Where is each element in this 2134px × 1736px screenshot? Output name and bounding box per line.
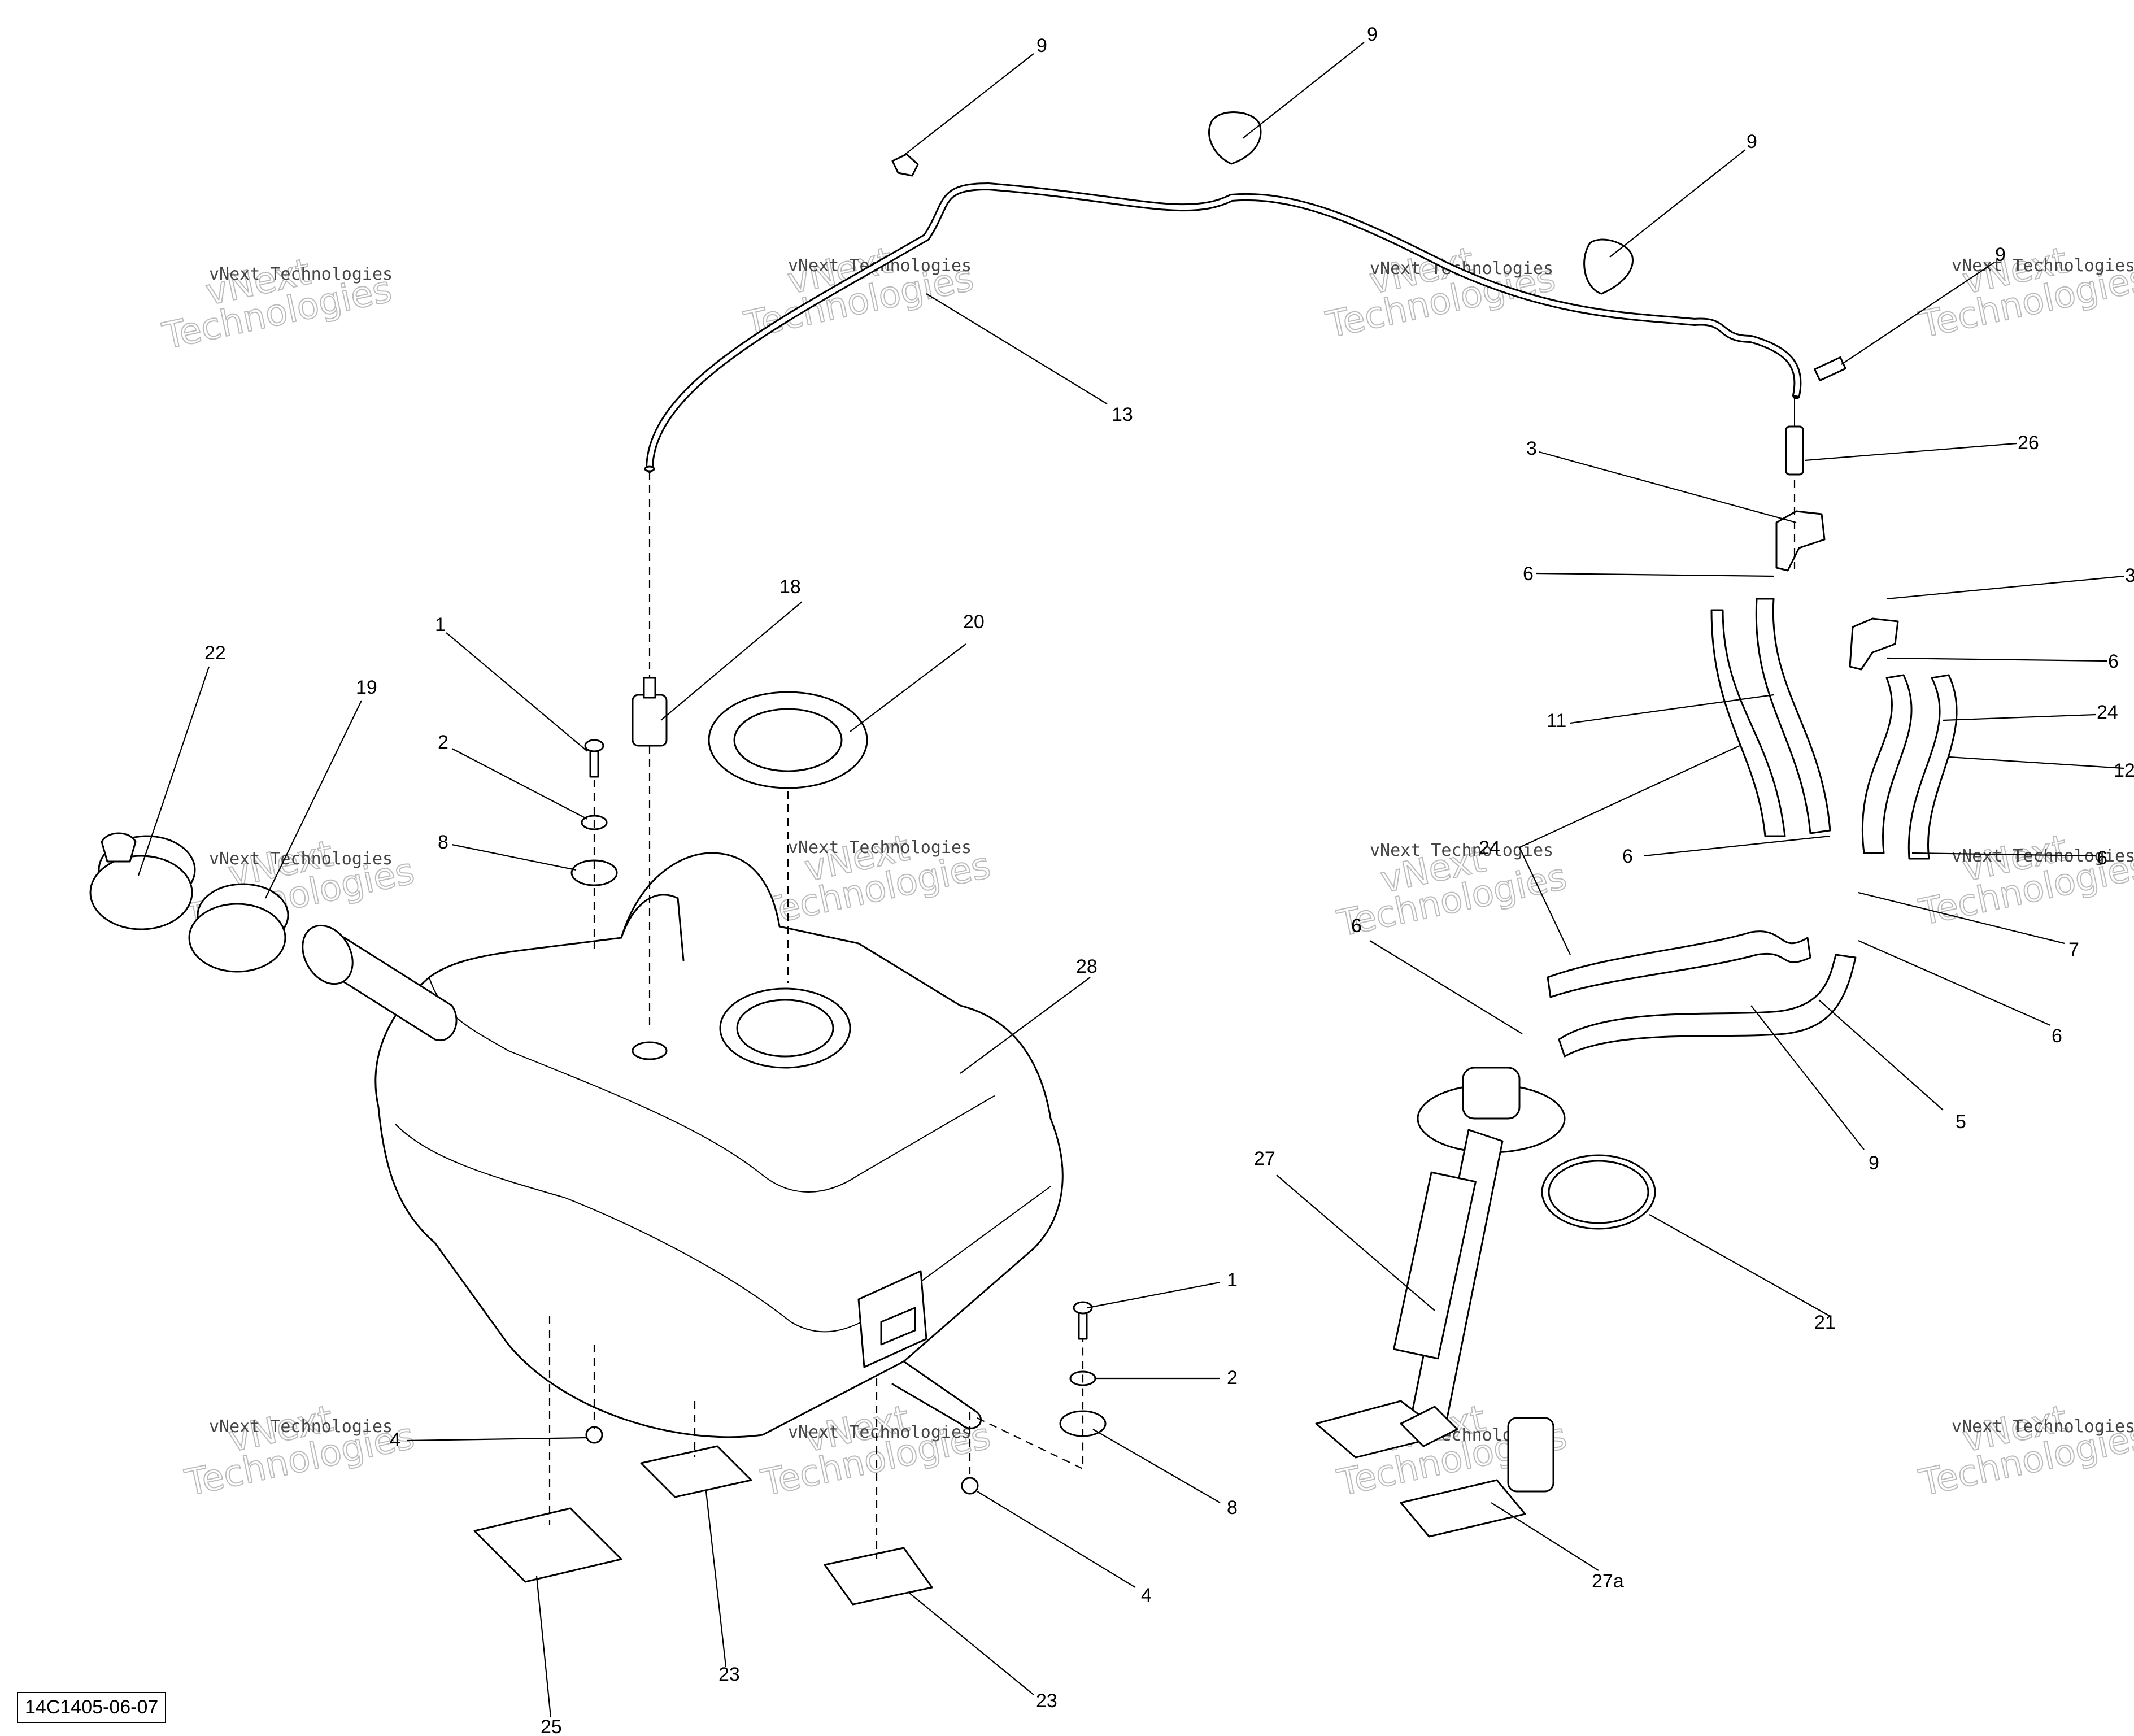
callout-6: 6: [1523, 563, 1534, 585]
vent-hose: [644, 182, 1802, 473]
check-valve: [1785, 395, 1804, 476]
callout-3: 3: [2125, 565, 2134, 586]
callout-12: 12: [2114, 760, 2134, 781]
fuel-filter: [1400, 1417, 1554, 1538]
callout-6: 6: [1622, 846, 1633, 867]
clamp-icon: [1814, 356, 1846, 382]
hose-clamps: [891, 111, 1846, 382]
callout-4: 4: [390, 1429, 400, 1451]
callout-5: 5: [1956, 1111, 1966, 1133]
lock-ring: [708, 691, 868, 789]
fuel-tank: [374, 852, 1064, 1438]
callout-13: 13: [1112, 404, 1133, 425]
watermark-text: vNext Technologies: [209, 1417, 393, 1437]
callout-18: 18: [779, 576, 801, 598]
callout-2: 2: [1227, 1367, 1238, 1389]
callout-9: 9: [1869, 1152, 1879, 1174]
callout-8: 8: [1227, 1497, 1238, 1519]
callout-23: 23: [1036, 1690, 1057, 1712]
callout-1: 1: [1227, 1269, 1238, 1291]
callout-20: 20: [963, 611, 985, 633]
leader-lines: [137, 42, 2124, 1718]
filler-neck: [302, 924, 458, 1042]
watermark-text: vNext Technologies: [1370, 841, 1553, 860]
callout-26: 26: [2018, 432, 2039, 454]
reference-code-label: 14C1405-06-07: [17, 1692, 167, 1723]
callout-9: 9: [1367, 24, 1378, 45]
callout-6: 6: [1351, 915, 1362, 937]
callout-25: 25: [541, 1716, 562, 1736]
callout-2: 2: [438, 732, 448, 753]
callout-4: 4: [1141, 1585, 1152, 1606]
fuel-hoses: [1547, 598, 1958, 1058]
callout-24: 24: [1479, 837, 1500, 859]
watermark-text: vNext Technologies: [1952, 846, 2134, 866]
rollover-valve: [632, 677, 668, 747]
callout-27: 27: [1254, 1148, 1275, 1169]
fuel-pump-module: [1315, 1067, 1566, 1459]
callout-23: 23: [718, 1664, 740, 1685]
clamp-icon: [891, 153, 919, 177]
callout-6: 6: [2097, 847, 2107, 869]
callout-19: 19: [356, 677, 377, 698]
callout-labels: 9 9 9 9 13 26 3 3 6 6 6 6 6 6 11 24 24 1…: [204, 24, 2134, 1736]
callout-3: 3: [1526, 438, 1537, 459]
callout-9: 9: [1995, 244, 2006, 266]
elbow-fittings: [1775, 510, 1899, 671]
callout-6: 6: [2108, 651, 2119, 672]
fuel-caps: [89, 832, 289, 973]
callout-1: 1: [435, 614, 446, 636]
assembly-lines: [548, 472, 1796, 1559]
watermark-text: vNext Technologies: [788, 1422, 972, 1442]
watermarks: vNext Technologies vNext Technologies vN…: [158, 239, 2134, 1505]
callout-28: 28: [1076, 956, 1098, 977]
callout-24: 24: [2097, 702, 2118, 723]
clamp-icon: [1583, 238, 1634, 295]
callout-27a: 27a: [1592, 1570, 1624, 1592]
callout-22: 22: [204, 642, 226, 664]
watermark-text: vNext Technologies: [1952, 256, 2134, 276]
callout-9: 9: [1036, 35, 1047, 56]
clamp-icon: [1208, 111, 1262, 165]
pump-gasket: [1541, 1154, 1656, 1230]
watermark-text: vNext Technologies: [209, 264, 393, 284]
callout-21: 21: [1814, 1312, 1836, 1333]
watermark-text: vNext Technologies: [209, 849, 393, 869]
callout-9: 9: [1747, 131, 1757, 153]
callout-6: 6: [2052, 1025, 2062, 1047]
tank-pads: [473, 1445, 933, 1606]
callout-11: 11: [1547, 710, 1566, 732]
callout-8: 8: [438, 832, 448, 853]
watermark-text: vNext Technologies: [1952, 1417, 2134, 1437]
watermark-text: vNext Technologies: [788, 838, 972, 858]
callout-7: 7: [2068, 939, 2079, 960]
